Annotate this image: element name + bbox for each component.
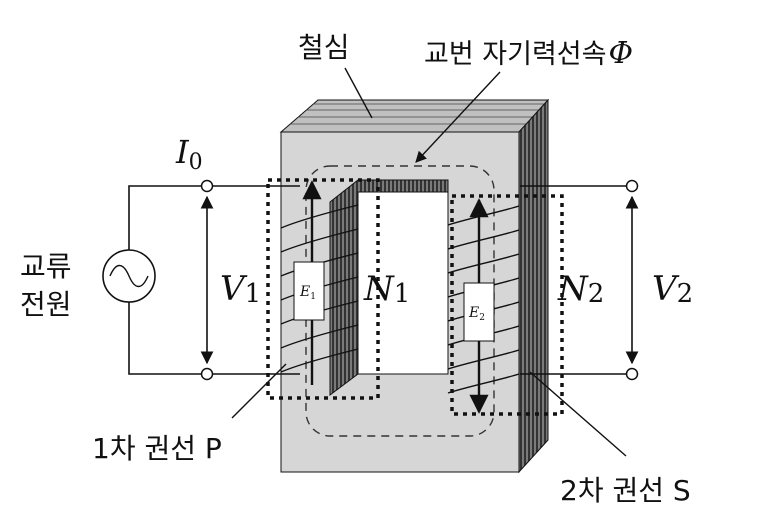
primary-terminal-top (200, 179, 214, 193)
flux-path (305, 165, 495, 437)
secondary-circuit (520, 185, 626, 375)
core-top-face (279, 99, 550, 133)
secondary-winding-label: 2차 권선 S (560, 474, 691, 507)
secondary-dotted-box (450, 194, 564, 416)
primary-terminal-bottom (200, 367, 214, 381)
core-top-laminations (290, 103, 545, 125)
secondary-terminal-bottom (625, 367, 639, 381)
core-window (357, 191, 449, 375)
core-label: 철심 (298, 31, 350, 64)
n1-label: N1 (363, 269, 410, 309)
flux-label: 교번 자기력선속Φ (424, 36, 633, 71)
e1-box (293, 261, 325, 321)
primary-dotted-box (266, 178, 380, 400)
source-label-2: 전원 (20, 288, 72, 321)
v2-label: V2 (652, 269, 693, 309)
n2-label: N2 (557, 269, 604, 309)
current-label: I0 (175, 133, 203, 175)
e2-label: E2 (468, 305, 485, 323)
primary-winding-label: 1차 권선 P (92, 432, 222, 465)
e1-label: E1 (299, 284, 316, 302)
ac-source-symbol (102, 249, 156, 303)
secondary-terminal-top (625, 179, 639, 193)
leader-lines (231, 67, 627, 457)
primary-circuit (128, 185, 300, 375)
core-side-face (518, 98, 549, 474)
e2-box (463, 282, 495, 342)
source-label-1: 교류 (20, 250, 72, 283)
v1-label: V1 (220, 269, 261, 309)
